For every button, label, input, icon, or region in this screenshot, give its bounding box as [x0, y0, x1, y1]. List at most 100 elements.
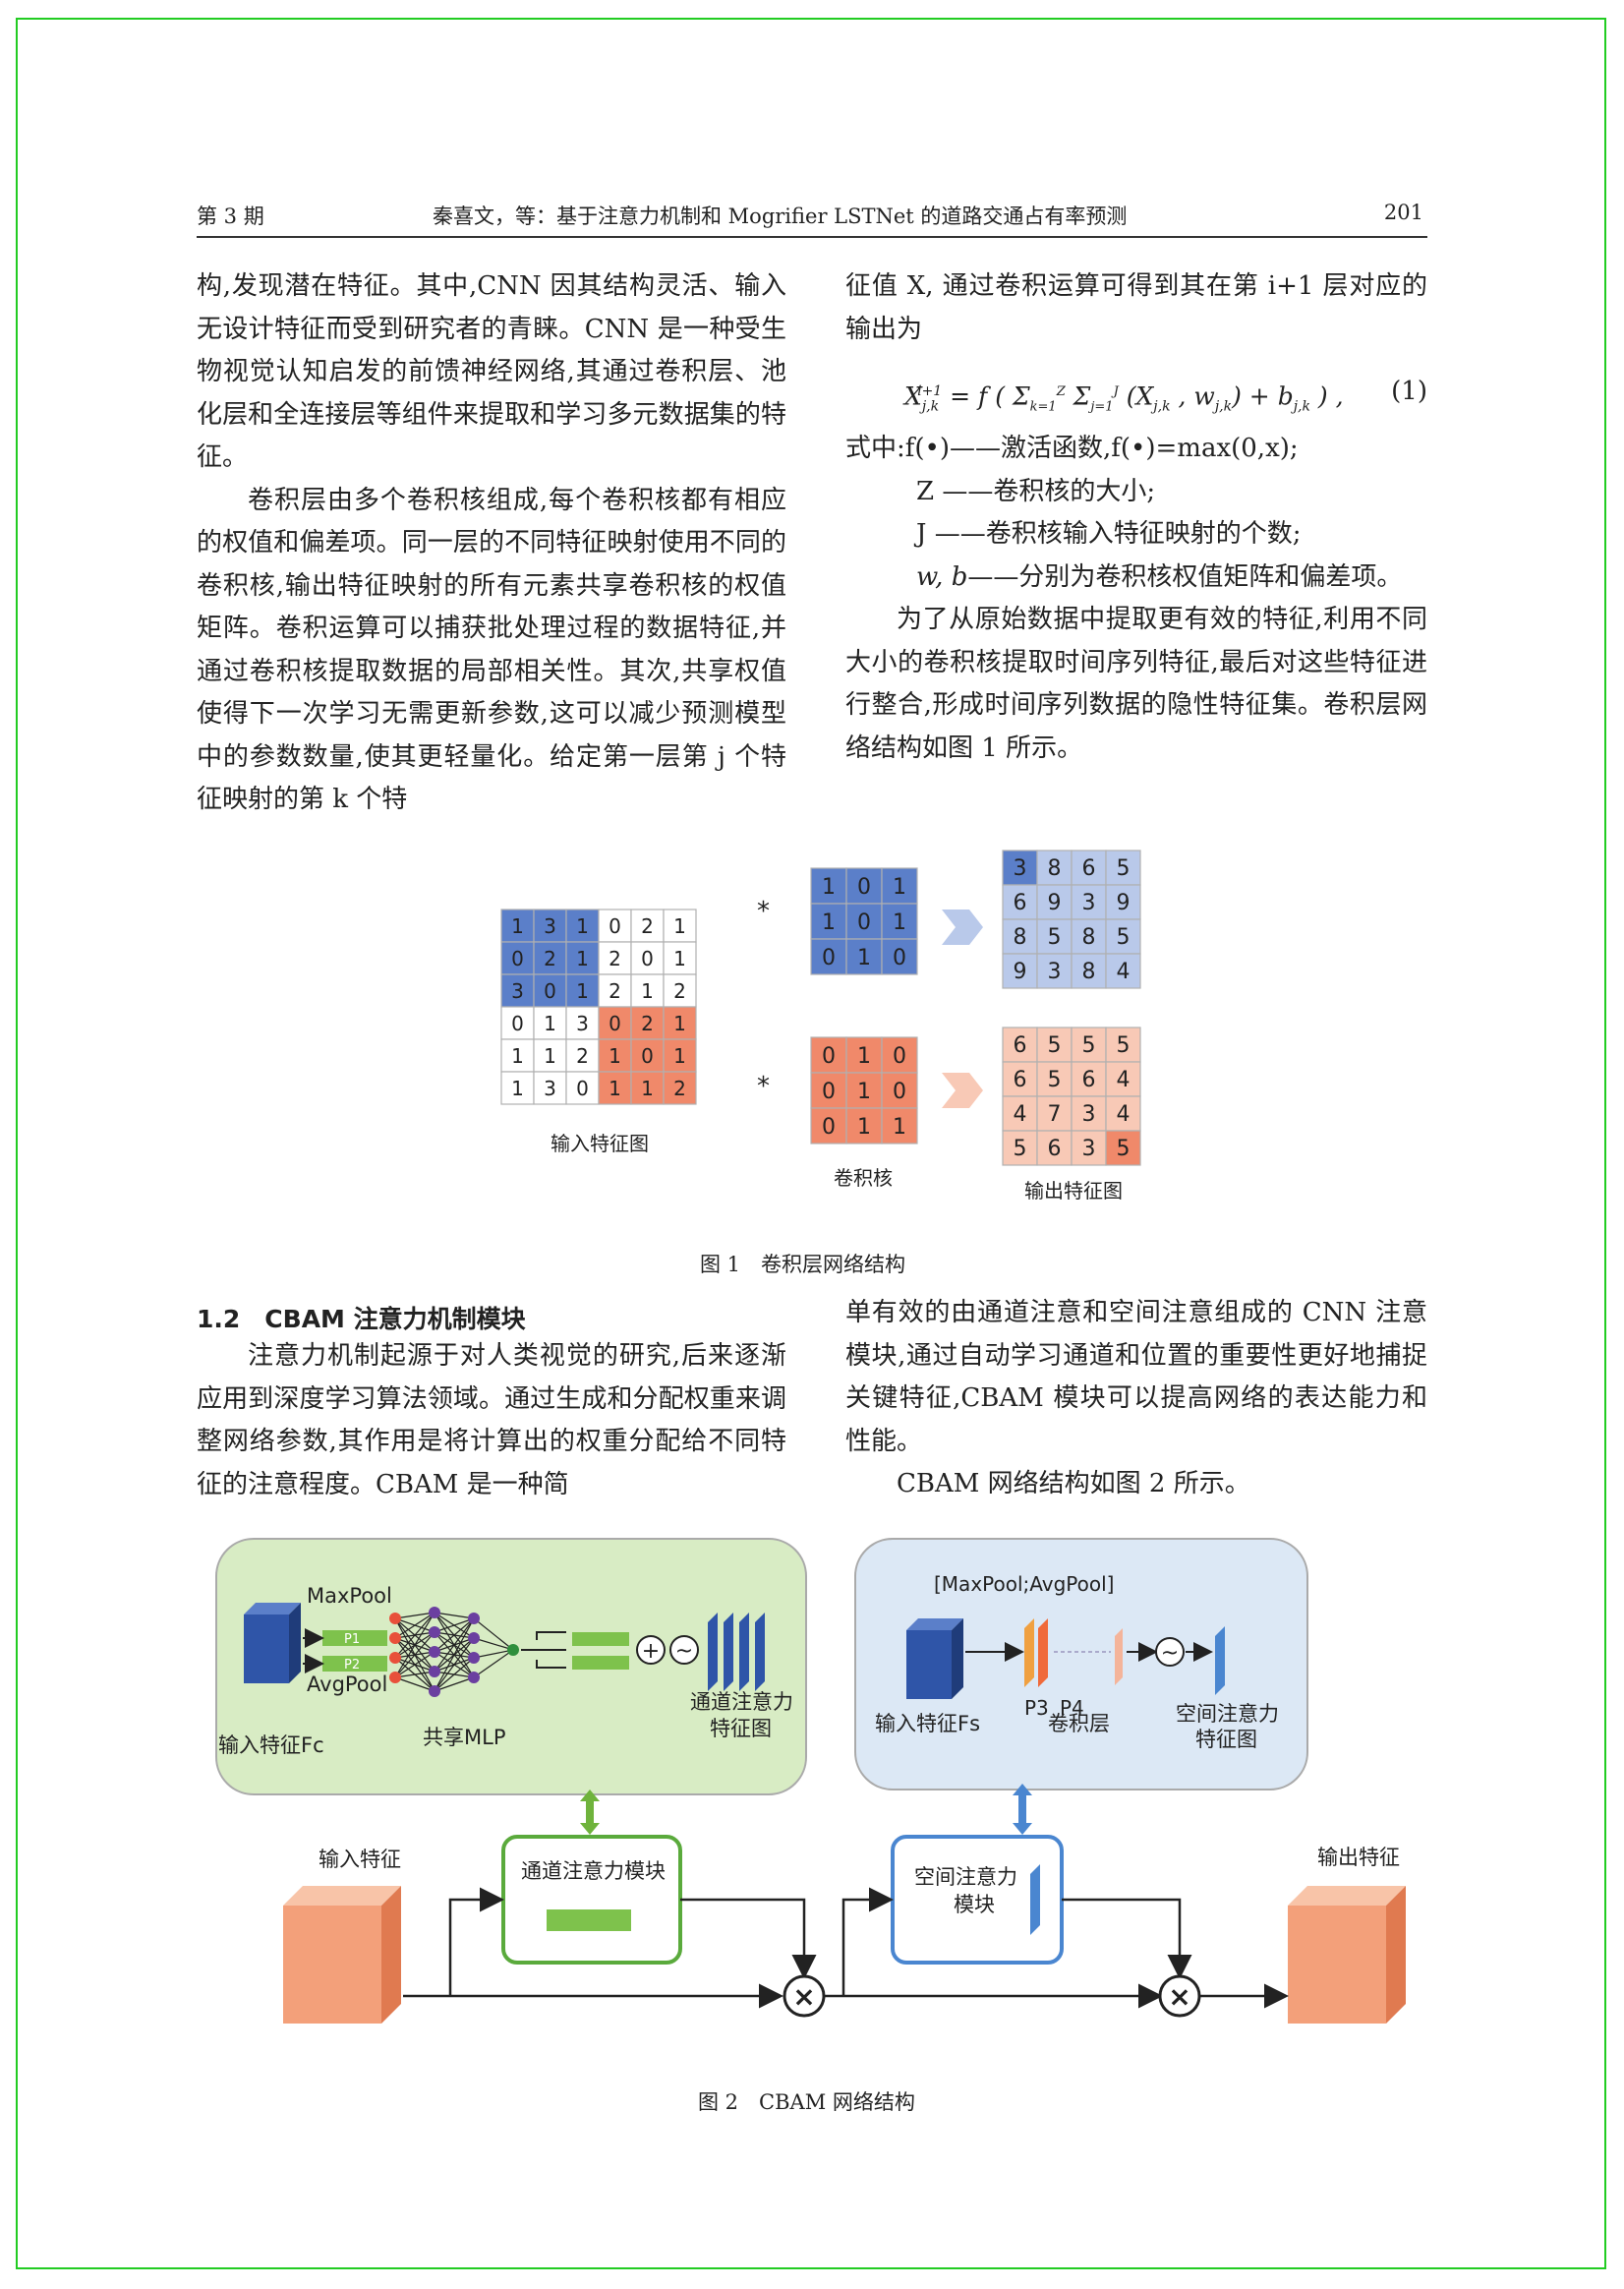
- mlp-edge: [434, 1617, 475, 1673]
- matrix-value: 1: [893, 1115, 906, 1140]
- flow-line: [1062, 1898, 1192, 1979]
- link-arrow-head: [580, 1790, 600, 1801]
- matrix-value: 0: [609, 914, 621, 938]
- matrix-cell: [1105, 850, 1141, 886]
- matrix-value: 1: [609, 1077, 621, 1100]
- input-fc-label: 输入特征Fc: [218, 1733, 324, 1757]
- input-fs-label: 输入特征Fs: [875, 1712, 980, 1735]
- mlp-output-bar: [572, 1632, 629, 1646]
- matrix-value: 1: [822, 875, 836, 900]
- matrix-cell: [1105, 918, 1141, 955]
- mlp-edge: [394, 1612, 435, 1619]
- matrix-cell: [565, 1038, 600, 1073]
- matrix-value: 2: [673, 979, 686, 1003]
- matrix-cell: [810, 1036, 847, 1074]
- matrix-value: 6: [1014, 1033, 1027, 1058]
- matrix-value: 6: [1014, 891, 1027, 915]
- matrix-cell: [1002, 953, 1038, 989]
- matrix-value: 2: [641, 1012, 654, 1035]
- link-arrow-head: [580, 1823, 600, 1835]
- matrix-cell: [1105, 1130, 1141, 1166]
- mlp-node: [468, 1613, 480, 1624]
- matrix-cell: [1071, 850, 1107, 886]
- matrix-cell: [630, 941, 665, 975]
- matrix-cell: [1036, 918, 1073, 955]
- paragraph: 构,发现潜在特征。其中,CNN 因其结构灵活、输入无设计特征而受到研究者的青睐。…: [197, 271, 786, 472]
- mlp-node: [429, 1666, 440, 1677]
- matrix-value: 3: [576, 1012, 589, 1035]
- mlp-edge: [434, 1657, 475, 1692]
- mlp-node: [468, 1672, 480, 1683]
- maxavg-label: [MaxPool;AvgPool]: [934, 1572, 1115, 1596]
- p2-label: P2: [344, 1658, 360, 1673]
- channel-map-label-2: 特征图: [710, 1717, 772, 1740]
- matrix-value: 9: [1014, 960, 1027, 984]
- matrix-cell: [598, 1006, 632, 1040]
- equation-body: Xj,ki+1 = f ( Σk=1Z Σj=1J (Xj,k , wj,k) …: [904, 382, 1344, 415]
- where-w: w, b——分别为卷积核权值矩阵和偏差项。: [916, 561, 1403, 592]
- matrix-cell: [1071, 1027, 1107, 1063]
- matrix-value: 9: [1048, 891, 1062, 915]
- matrix-cell: [500, 1071, 535, 1105]
- mlp-node: [429, 1685, 440, 1697]
- matrix-value: 6: [1082, 1068, 1096, 1092]
- spatial-attention-panel: [854, 1538, 1308, 1790]
- mlp-edge: [473, 1617, 514, 1651]
- mlp-node: [468, 1652, 480, 1664]
- where-j: J ——卷积核输入特征映射的个数;: [916, 519, 1302, 549]
- matrix-value: 5: [1048, 1033, 1062, 1058]
- matrix-value: 9: [1117, 891, 1131, 915]
- p3-map: [1024, 1618, 1034, 1687]
- p1-label: P1: [344, 1632, 360, 1647]
- matrix-cell: [630, 1071, 665, 1105]
- mlp-edge: [394, 1671, 435, 1678]
- matrix-value: 5: [1014, 1137, 1027, 1161]
- mlp-edge: [434, 1637, 475, 1692]
- matrix-cell: [1105, 1027, 1141, 1063]
- section-heading: 1.2 CBAM 注意力机制模块: [197, 1305, 526, 1333]
- mlp-node: [389, 1632, 401, 1644]
- matrix-value: 3: [511, 979, 524, 1003]
- matrix-value: 1: [641, 979, 654, 1003]
- matrix-value: 1: [576, 947, 589, 970]
- matrix-value: 5: [1048, 925, 1062, 950]
- plus-symbol: +: [642, 1639, 660, 1664]
- matrix-value: 3: [544, 914, 556, 938]
- input-feature-cube: [283, 1886, 401, 2024]
- matrix-cell: [845, 1107, 883, 1144]
- input-feature-label: 输入特征: [319, 1848, 401, 1871]
- matrix-cell: [533, 1006, 567, 1040]
- running-title: 秦喜文，等：基于注意力机制和 Mogrifier LSTNet 的道路交通占有率…: [433, 205, 1128, 228]
- matrix-value: 6: [1014, 1068, 1027, 1092]
- mlp-edge: [473, 1649, 514, 1678]
- matrix-value: 8: [1014, 925, 1027, 950]
- matrix-value: 2: [576, 1044, 589, 1068]
- matrix-value: 0: [822, 1115, 836, 1140]
- matrix-value: 4: [1117, 1102, 1131, 1127]
- flow-line: [841, 1887, 894, 1996]
- matrix-cell: [663, 1006, 697, 1040]
- matrix-value: 2: [609, 947, 621, 970]
- matrix-value: 1: [544, 1044, 556, 1068]
- matrix-cell: [881, 1107, 918, 1144]
- matrix-value: 1: [857, 1044, 871, 1069]
- matrix-value: 2: [673, 1077, 686, 1100]
- times-symbol: ×: [1168, 1980, 1190, 2013]
- sigmoid-operator: [1155, 1637, 1185, 1667]
- page-number: 201: [1383, 201, 1423, 224]
- matrix-value: 8: [1082, 960, 1096, 984]
- matrix-value: 4: [1117, 1068, 1131, 1092]
- input-fc-block: [244, 1614, 289, 1683]
- matrix-cell: [663, 1038, 697, 1073]
- mlp-node: [389, 1652, 401, 1664]
- mlp-edge: [434, 1612, 475, 1619]
- matrix-value: 1: [511, 914, 524, 938]
- mlp-edge: [473, 1649, 514, 1659]
- matrix-value: 0: [822, 946, 836, 970]
- matrix-cell: [881, 938, 918, 975]
- matrix-cell: [1105, 1095, 1141, 1132]
- left-column-bottom: 注意力机制起源于对人类视觉的研究,后来逐渐应用到深度学习算法领域。通过生成和分配…: [197, 1335, 786, 1506]
- matrix-cell: [1071, 1095, 1107, 1132]
